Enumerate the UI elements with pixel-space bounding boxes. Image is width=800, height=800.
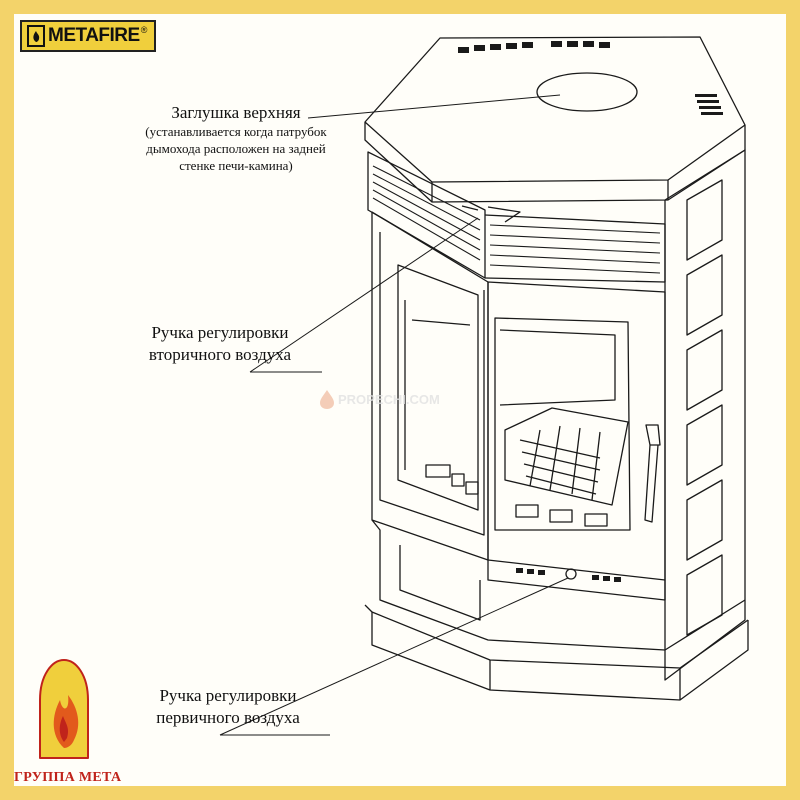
label-primary-air: Ручка регулировки первичного воздуха [118, 685, 338, 729]
front-air-slots [516, 505, 607, 526]
label-primary-air-line-2: первичного воздуха [156, 708, 300, 727]
label-top-plug: Заглушка верхняя (устанавливается когда … [96, 103, 376, 174]
logo-text: METAFIRE [48, 25, 140, 46]
fire-grate [505, 408, 628, 505]
right-side-column [665, 150, 745, 680]
stove-base [365, 520, 748, 700]
label-top-plug-note-3: стенке печи-камина) [179, 158, 293, 173]
label-primary-air-line-1: Ручка регулировки [159, 686, 297, 705]
label-top-plug-note-2: дымохода расположен на задней [146, 141, 326, 156]
leader-lines [220, 95, 568, 735]
flame-watermark-icon [320, 390, 334, 409]
propechi-watermark: PROPECHI.COM [318, 388, 440, 410]
left-air-slots [426, 465, 478, 494]
watermark-text: PROPECHI.COM [338, 391, 440, 407]
flame-logo-icon [27, 25, 45, 47]
logo-registered-mark: ® [140, 25, 148, 35]
left-door-panel [372, 212, 488, 560]
door-handle [645, 425, 660, 522]
lid-vent-slots [458, 41, 723, 115]
bottom-brand-text: ГРУППА МЕТА [14, 770, 122, 785]
label-top-plug-note-1: (устанавливается когда патрубок [145, 124, 327, 139]
label-top-plug-title: Заглушка верхняя [171, 103, 301, 122]
metafire-logo: METAFIRE ® [20, 20, 156, 52]
label-secondary-air: Ручка регулировки вторичного воздуха [110, 322, 330, 366]
leader-secondary-air [250, 218, 478, 372]
meta-group-emblem [40, 660, 88, 758]
diagram-sheet [14, 14, 786, 786]
leader-primary-air [220, 578, 568, 735]
stove-top-lid [365, 37, 745, 202]
top-plug-opening [537, 73, 637, 111]
label-secondary-air-line-1: Ручка регулировки [151, 323, 289, 342]
primary-air-knob [566, 569, 576, 579]
leader-top-plug [308, 95, 560, 118]
control-panel [488, 560, 665, 600]
front-door [488, 282, 665, 580]
label-secondary-air-line-2: вторичного воздуха [148, 345, 292, 364]
